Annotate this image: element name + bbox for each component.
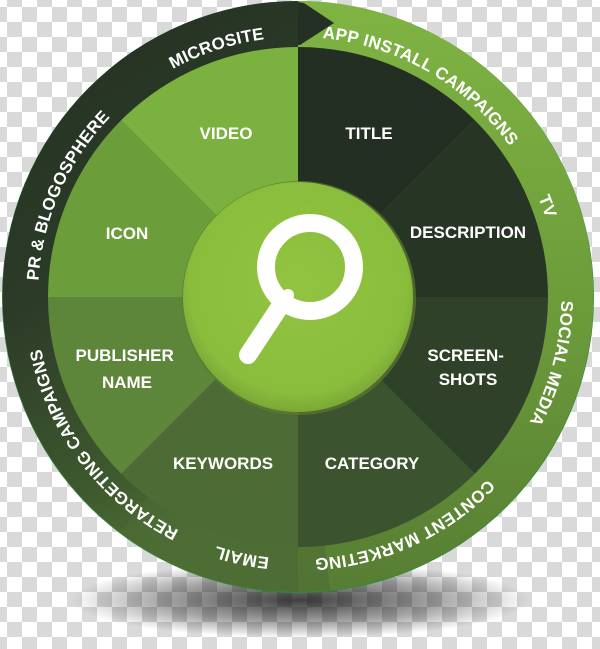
wedge-label-description: DESCRIPTION: [410, 223, 526, 242]
wedge-label-publisher-name: PUBLISHER NAME: [76, 346, 179, 392]
disk-shadow: [70, 562, 530, 638]
wedge-label-keywords: KEYWORDS: [173, 454, 273, 473]
wedge-label-title: TITLE: [345, 124, 392, 143]
microsite-arrow-head: [298, 2, 334, 45]
magnifying-glass-icon: [239, 214, 363, 364]
wedge-label-category: CATEGORY: [325, 454, 420, 473]
wedge-label-video: VIDEO: [200, 124, 253, 143]
wedge-labels: TITLE DESCRIPTION SCREEN- SHOTS CATEGORY…: [76, 124, 527, 473]
wedge-label-icon: ICON: [106, 224, 149, 243]
wedge-label-screenshots: SCREEN- SHOTS: [427, 346, 508, 389]
